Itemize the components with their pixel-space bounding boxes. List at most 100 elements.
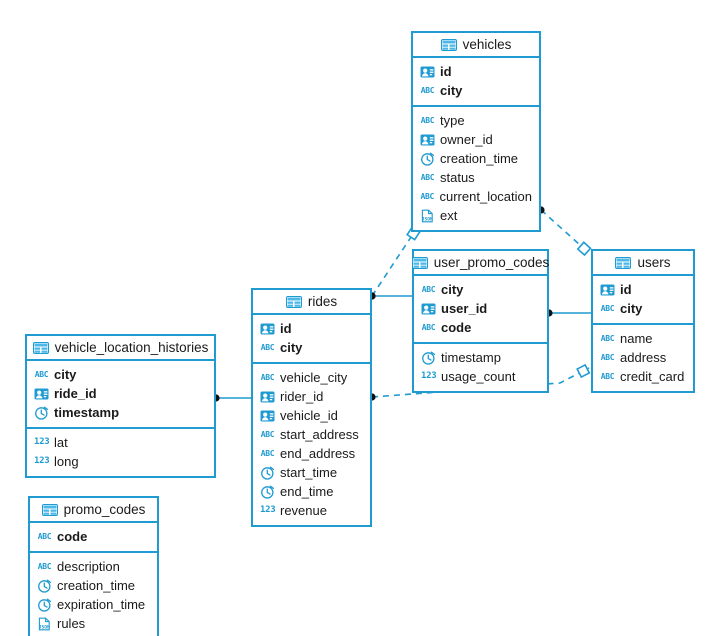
json-icon: JSON <box>37 617 52 631</box>
field-row-status[interactable]: ABC status <box>413 168 539 187</box>
field-label: rules <box>57 616 86 631</box>
field-label: timestamp <box>441 350 501 365</box>
key-id-icon <box>34 387 49 401</box>
field-row-creation_time[interactable]: creation_time <box>413 149 539 168</box>
field-label: type <box>440 113 465 128</box>
field-row-usage_count[interactable]: 123 usage_count <box>414 367 547 386</box>
field-row-expiration_time[interactable]: expiration_time <box>30 595 157 614</box>
field-row-user_id[interactable]: user_id <box>414 299 547 318</box>
svg-text:JSON: JSON <box>422 216 433 222</box>
entity-header-vehicle_location_histories[interactable]: vehicle_location_histories <box>27 336 214 361</box>
field-row-code[interactable]: ABC code <box>414 318 547 337</box>
number-type-icon: 123 <box>421 371 437 381</box>
key-id-icon <box>421 302 436 316</box>
field-label: code <box>57 529 88 544</box>
field-label: city <box>440 83 463 98</box>
table-icon <box>41 503 58 516</box>
field-row-owner_id[interactable]: owner_id <box>413 130 539 149</box>
entity-header-rides[interactable]: rides <box>253 290 370 315</box>
string-type-icon: ABC <box>600 333 615 343</box>
key-id-icon <box>420 65 435 79</box>
field-label: city <box>620 301 643 316</box>
field-label: user_id <box>441 301 488 316</box>
field-label: usage_count <box>441 369 516 384</box>
string-type-icon: ABC <box>420 172 435 182</box>
field-row-rider_id[interactable]: rider_id <box>253 387 370 406</box>
string-type-icon: ABC <box>260 429 275 439</box>
table-icon <box>615 256 632 269</box>
entity-title: vehicle_location_histories <box>54 339 209 355</box>
field-row-revenue[interactable]: 123 revenue <box>253 501 370 520</box>
field-row-timestamp[interactable]: timestamp <box>27 403 214 422</box>
field-row-id[interactable]: id <box>413 62 539 81</box>
field-row-city[interactable]: ABC city <box>413 81 539 100</box>
field-label: id <box>440 64 452 79</box>
table-icon <box>411 256 428 269</box>
field-row-ride_id[interactable]: ride_id <box>27 384 214 403</box>
string-type-icon: ABC <box>600 303 615 313</box>
field-row-end_time[interactable]: end_time <box>253 482 370 501</box>
field-label: vehicle_id <box>280 408 338 423</box>
entity-header-users[interactable]: users <box>593 251 693 276</box>
field-label: description <box>57 559 120 574</box>
field-label: revenue <box>280 503 327 518</box>
relationship-target-marker-vehicles-to-users <box>576 241 592 257</box>
field-row-vehicle_id[interactable]: vehicle_id <box>253 406 370 425</box>
field-label: code <box>441 320 472 335</box>
field-label: start_time <box>280 465 338 480</box>
field-row-start_time[interactable]: start_time <box>253 463 370 482</box>
field-row-name[interactable]: ABC name <box>593 329 693 348</box>
field-row-rules[interactable]: JSON rules <box>30 614 157 633</box>
string-type-icon: ABC <box>421 322 436 332</box>
field-label: name <box>620 331 653 346</box>
field-label: id <box>280 321 292 336</box>
field-label: status <box>440 170 475 185</box>
clock-icon <box>420 152 435 166</box>
number-type-icon: 123 <box>260 505 276 515</box>
clock-icon <box>34 406 49 420</box>
key-id-icon <box>600 283 615 297</box>
relationship-line-vehicles-to-users <box>540 209 590 254</box>
field-label: city <box>54 367 77 382</box>
entity-header-user_promo_codes[interactable]: user_promo_codes <box>411 251 549 276</box>
field-row-timestamp[interactable]: timestamp <box>414 348 547 367</box>
field-label: creation_time <box>440 151 519 166</box>
entity-header-vehicles[interactable]: vehicles <box>413 33 539 58</box>
table-icon <box>32 341 49 354</box>
field-row-id[interactable]: id <box>593 280 693 299</box>
entity-header-promo_codes[interactable]: promo_codes <box>30 498 157 523</box>
field-row-city[interactable]: ABC city <box>593 299 693 318</box>
field-row-creation_time[interactable]: creation_time <box>30 576 157 595</box>
field-row-id[interactable]: id <box>253 319 370 338</box>
field-label: lat <box>54 435 68 450</box>
string-type-icon: ABC <box>420 85 435 95</box>
relationship-target-marker-rides-to-users <box>576 363 591 379</box>
field-label: city <box>441 282 464 297</box>
